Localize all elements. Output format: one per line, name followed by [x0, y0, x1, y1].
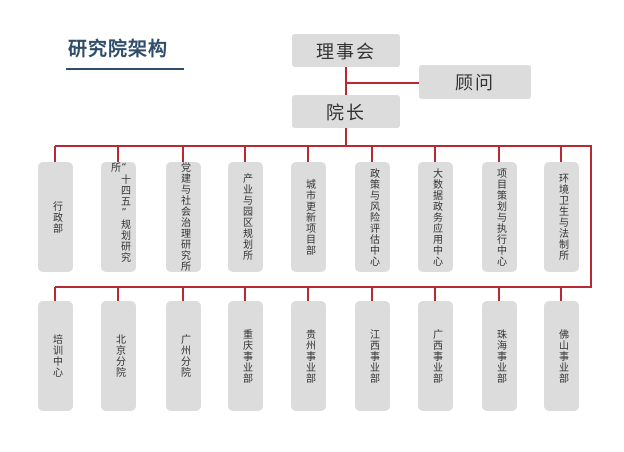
unit-row2-5: 贵州事业部 [291, 301, 326, 411]
unit-label: 北京分院 [113, 334, 125, 378]
unit-row2-9: 佛山事业部 [544, 301, 579, 411]
unit-label: 城市更新项目部 [303, 178, 315, 256]
connector-president-down [345, 128, 347, 146]
page-title: 研究院架构 [68, 38, 169, 60]
connector-drop-row1-6 [371, 146, 373, 162]
connector-drop-row1-5 [307, 146, 309, 162]
unit-label: 党建与社会治理研究所 [178, 162, 190, 272]
unit-row1-6: 政策与风险评估中心 [355, 162, 390, 272]
unit-label: 佛山事业部 [556, 328, 568, 384]
connector-drop-row1-3 [182, 146, 184, 162]
unit-row1-2: “十四五”规划研究所 [101, 162, 136, 272]
unit-row1-1: 行政部 [38, 162, 73, 272]
unit-row2-2: 北京分院 [101, 301, 136, 411]
connector-row1-bus [55, 145, 592, 147]
connector-advisor [346, 82, 420, 84]
connector-drop-row2-1 [54, 287, 56, 301]
unit-row2-7: 广西事业部 [418, 301, 453, 411]
president-label: 院长 [326, 102, 366, 124]
unit-row1-9: 环境卫生与法制所 [544, 162, 579, 272]
unit-label: 珠海事业部 [494, 328, 506, 384]
connector-drop-row2-2 [117, 287, 119, 301]
unit-row2-1: 培训中心 [38, 301, 73, 411]
board-label: 理事会 [316, 41, 376, 63]
unit-label: 大数据政务应用中心 [430, 167, 442, 267]
connector-drop-row2-4 [244, 287, 246, 301]
connector-drop-row2-3 [182, 287, 184, 301]
unit-row2-3: 广州分院 [166, 301, 201, 411]
unit-row1-8: 项目策划与执行中心 [482, 162, 517, 272]
advisor-label: 顾问 [455, 73, 495, 94]
unit-label: 贵州事业部 [303, 328, 315, 384]
unit-label: 项目策划与执行中心 [494, 167, 506, 267]
unit-label: 产业与园区规划所 [240, 173, 252, 261]
connector-row2-bus [55, 286, 592, 288]
unit-row1-7: 大数据政务应用中心 [418, 162, 453, 272]
unit-label: 江西事业部 [367, 328, 379, 384]
connector-board-president [345, 66, 347, 96]
connector-right-trunk [590, 145, 592, 288]
unit-row1-4: 产业与园区规划所 [228, 162, 263, 272]
unit-label: “十四五”规划研究所 [108, 162, 130, 263]
connector-drop-row2-9 [560, 287, 562, 301]
unit-label: 政策与风险评估中心 [367, 167, 379, 267]
unit-label: 重庆事业部 [240, 328, 252, 384]
unit-label: 行政部 [50, 200, 62, 234]
connector-drop-row1-1 [54, 146, 56, 162]
unit-row2-6: 江西事业部 [355, 301, 390, 411]
advisor-box: 顾问 [419, 65, 531, 99]
connector-drop-row1-2 [117, 146, 119, 162]
board-box: 理事会 [292, 34, 400, 67]
president-box: 院长 [292, 95, 400, 128]
connector-drop-row2-8 [498, 287, 500, 301]
connector-drop-row2-6 [371, 287, 373, 301]
unit-row1-3: 党建与社会治理研究所 [166, 162, 201, 272]
unit-label: 培训中心 [50, 334, 62, 378]
connector-drop-row2-7 [434, 287, 436, 301]
unit-row1-5: 城市更新项目部 [291, 162, 326, 272]
unit-label: 广西事业部 [430, 328, 442, 384]
unit-row2-8: 珠海事业部 [482, 301, 517, 411]
connector-drop-row1-8 [498, 146, 500, 162]
connector-drop-row1-4 [244, 146, 246, 162]
title-underline [66, 68, 184, 70]
unit-row2-4: 重庆事业部 [228, 301, 263, 411]
connector-drop-row1-7 [434, 146, 436, 162]
connector-drop-row2-5 [307, 287, 309, 301]
unit-label: 广州分院 [178, 334, 190, 378]
connector-drop-row1-9 [560, 146, 562, 162]
unit-label: 环境卫生与法制所 [556, 173, 568, 261]
